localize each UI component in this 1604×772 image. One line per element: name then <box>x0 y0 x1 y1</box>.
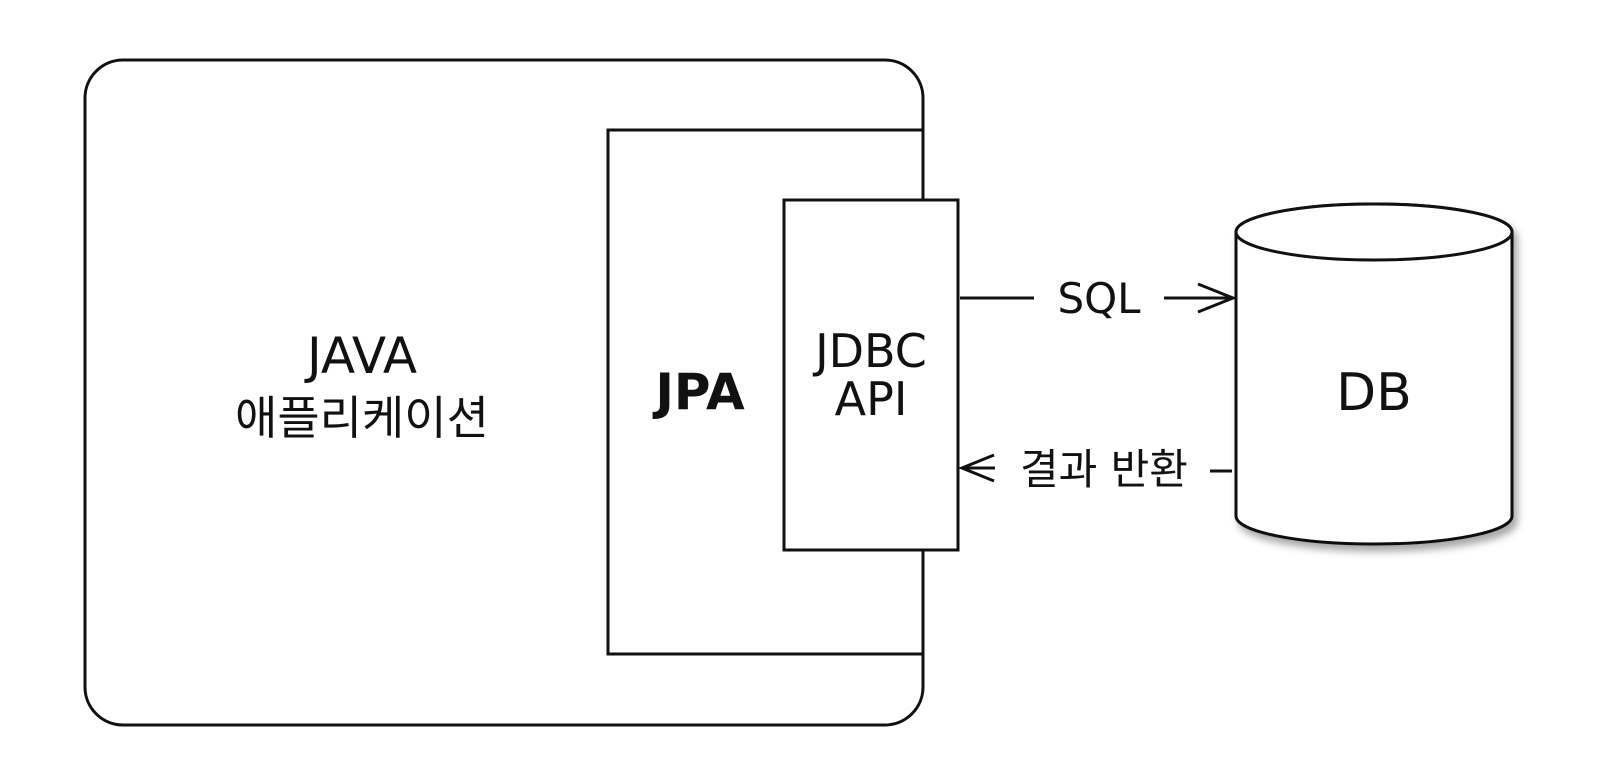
jdbc-api-box <box>782 198 960 552</box>
java-app-label-line1: JAVA <box>304 327 417 385</box>
jpa-label: JPA <box>652 363 745 421</box>
jdbc-api-label-line1: JDBC <box>812 324 927 378</box>
java-app-label-line2: 애플리케이션 <box>235 391 489 445</box>
sql-request-arrow <box>960 282 1238 314</box>
result-return-label: 결과 반환 <box>1020 445 1188 494</box>
sql-label: SQL <box>1057 274 1141 323</box>
db-cylinder-top <box>1234 202 1514 262</box>
jdbc-api-label-line2: API <box>835 372 908 426</box>
db-label: DB <box>1336 363 1412 423</box>
result-return-arrow <box>958 453 1232 483</box>
